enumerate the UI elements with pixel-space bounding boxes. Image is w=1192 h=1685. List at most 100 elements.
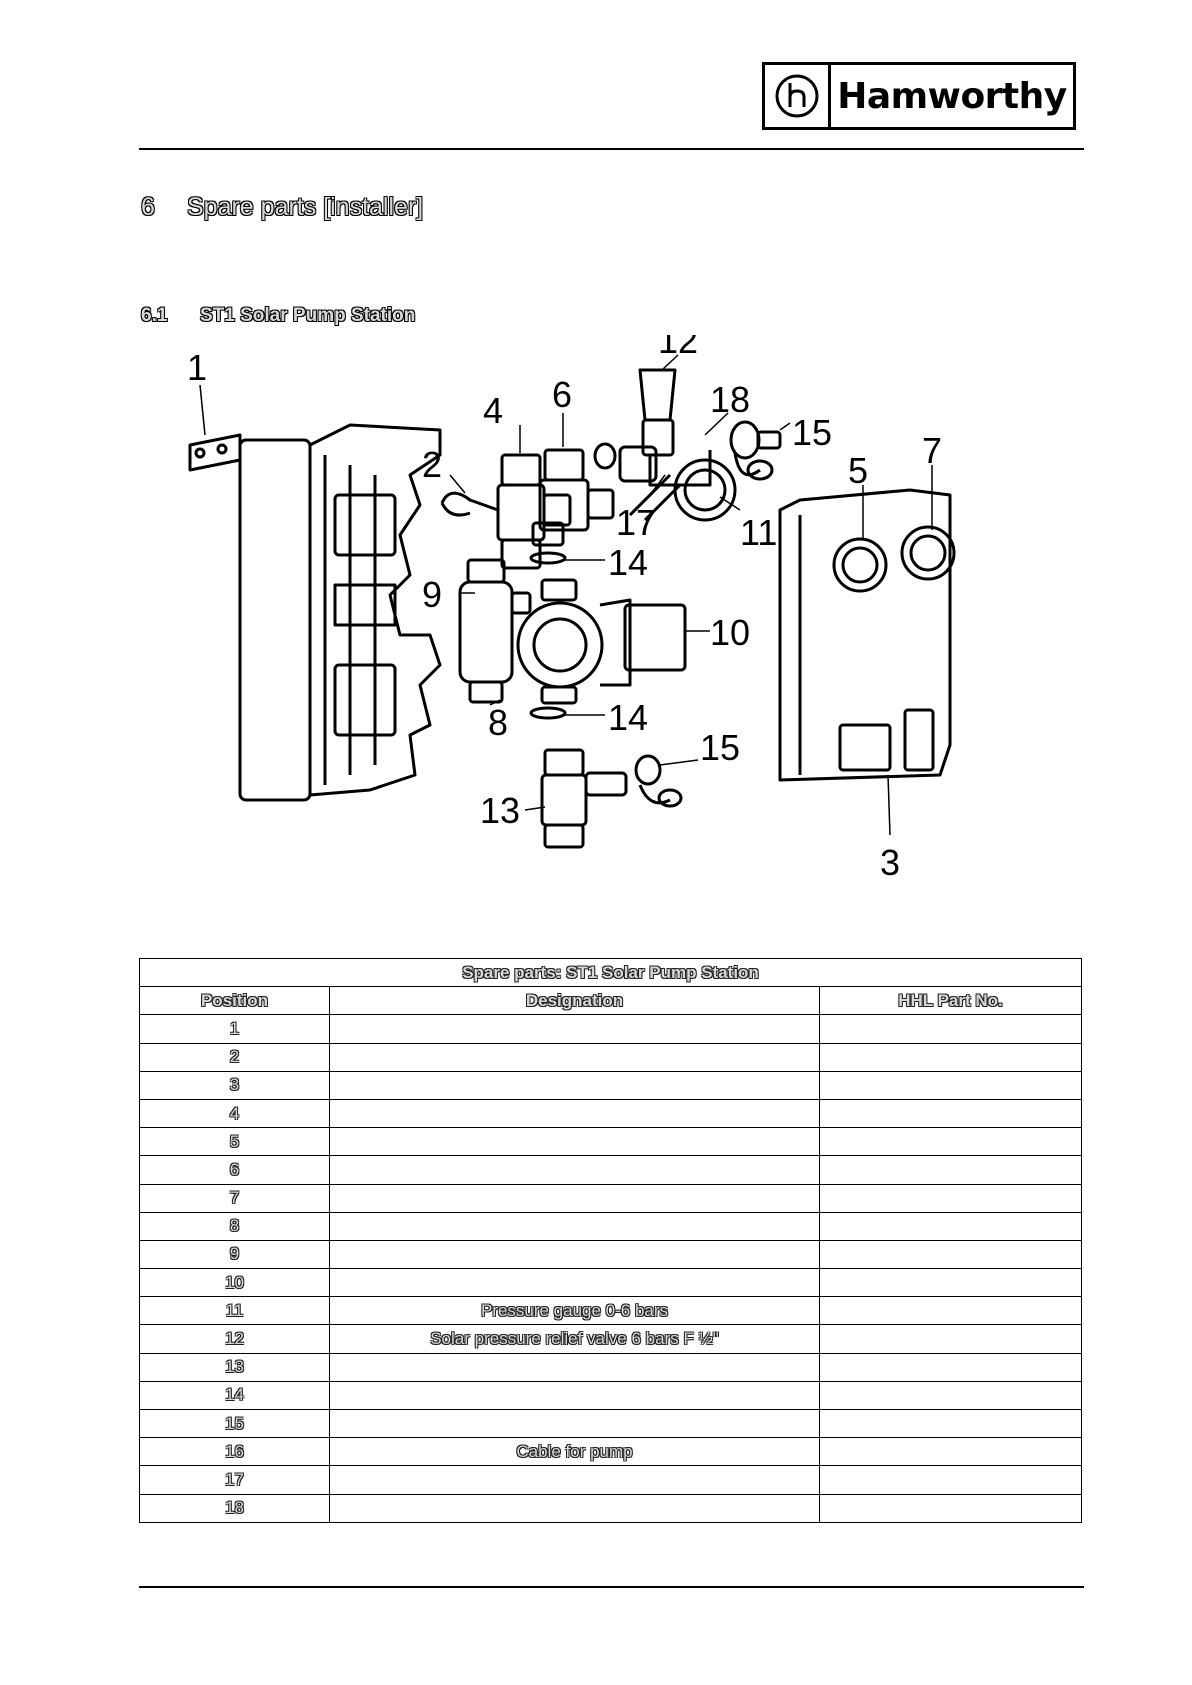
section-title: Spare parts [installer] [187, 193, 424, 221]
exploded-parts-diagram: 1 2 3 4 5 6 7 8 9 10 11 12 13 14 14 15 1… [187, 335, 956, 883]
cell-position: 10 [139, 1268, 330, 1298]
cell-position: 4 [139, 1098, 330, 1129]
callout-10: 10 [710, 612, 750, 653]
cell-position: 15 [139, 1408, 330, 1439]
cell-position: 9 [139, 1239, 330, 1270]
cell-designation [329, 1268, 820, 1298]
cell-part-no [818, 1408, 1083, 1439]
circulation-pump-illustration [516, 578, 687, 705]
cell-part-no [818, 1380, 1083, 1411]
table-row: 10 [139, 1268, 1083, 1298]
callout-14a: 14 [608, 542, 648, 583]
fill-drain-valve-illustration [729, 420, 782, 481]
callout-8: 8 [488, 702, 508, 743]
cell-part-no [818, 1296, 1083, 1326]
table-row: 4 [139, 1098, 1083, 1129]
cell-part-no [818, 1493, 1083, 1523]
table-row: 6 [139, 1155, 1083, 1185]
callout-11: 11 [740, 512, 777, 553]
spare-parts-table: Spare parts: ST1 Solar Pump Station Posi… [138, 957, 1083, 1523]
cell-designation [329, 1239, 820, 1270]
callout-5: 5 [848, 450, 868, 491]
cell-position: 11 [139, 1296, 330, 1326]
subsection-title: ST1 Solar Pump Station [200, 305, 416, 326]
table-row: 18 [139, 1493, 1083, 1523]
h-circle-logo-icon [765, 65, 831, 127]
cell-designation [329, 1352, 820, 1382]
cell-position: 8 [139, 1211, 330, 1241]
brand-name: Hamworthy [837, 75, 1067, 117]
insulation-cover-illustration [778, 488, 956, 782]
cell-part-no [818, 1127, 1083, 1157]
cell-position: 18 [139, 1493, 330, 1523]
table-row: 15 [139, 1408, 1083, 1439]
cell-designation [329, 1155, 820, 1185]
cell-designation [329, 1380, 820, 1411]
callout-12: 12 [658, 335, 698, 361]
table-title: Spare parts: ST1 Solar Pump Station [138, 957, 1083, 988]
cell-part-no [818, 1098, 1083, 1129]
cell-designation [329, 1408, 820, 1439]
cell-part-no [818, 1465, 1083, 1495]
cell-designation [329, 1070, 820, 1100]
cell-position: 6 [139, 1155, 330, 1185]
table-row: 13 [139, 1352, 1083, 1382]
column-header-part-no: HHL Part No. [818, 986, 1083, 1016]
mounting-frame-illustration [188, 423, 442, 802]
check-valve-illustration [538, 442, 617, 532]
cell-part-no [818, 1155, 1083, 1185]
cell-designation: Pressure gauge 0-6 bars [329, 1296, 820, 1326]
table-row: 8 [139, 1211, 1083, 1241]
cell-part-no [818, 1042, 1083, 1072]
callout-18: 18 [710, 379, 750, 420]
table-title-row: Spare parts: ST1 Solar Pump Station [138, 957, 1083, 988]
cell-designation [329, 1014, 820, 1044]
air-separator-illustration [458, 558, 532, 704]
cell-part-no [818, 1437, 1083, 1467]
safety-group-illustration [618, 368, 737, 522]
callout-4: 4 [483, 390, 503, 431]
callout-7: 7 [922, 430, 942, 471]
callout-17: 17 [616, 502, 656, 543]
cell-position: 1 [139, 1014, 330, 1044]
cell-position: 3 [139, 1070, 330, 1100]
cell-position: 7 [139, 1183, 330, 1213]
table-row: 7 [139, 1183, 1083, 1213]
cell-position: 16 [139, 1437, 330, 1467]
section-number: 6 [141, 193, 155, 221]
callout-3: 3 [880, 842, 900, 883]
cell-part-no [818, 1014, 1083, 1044]
ball-valve-illustration [440, 453, 572, 570]
cell-part-no [818, 1211, 1083, 1241]
cell-part-no [818, 1268, 1083, 1298]
table-header-row: Position Designation HHL Part No. [139, 986, 1083, 1016]
cell-part-no [818, 1352, 1083, 1382]
subsection-number: 6.1 [141, 305, 168, 326]
callout-1: 1 [187, 347, 207, 388]
cell-designation [329, 1183, 820, 1213]
table-row: 5 [139, 1127, 1083, 1157]
cell-part-no [818, 1070, 1083, 1100]
gasket-illustration [529, 551, 567, 565]
callout-15a: 15 [792, 412, 832, 453]
cell-designation [329, 1098, 820, 1129]
cell-part-no [818, 1324, 1083, 1354]
cell-position: 2 [139, 1042, 330, 1072]
cell-position: 14 [139, 1380, 330, 1411]
callout-13: 13 [480, 790, 520, 831]
cell-designation [329, 1465, 820, 1495]
callout-2: 2 [422, 444, 442, 485]
cell-part-no [818, 1239, 1083, 1270]
cell-position: 13 [139, 1352, 330, 1382]
cell-designation [329, 1127, 820, 1157]
cell-designation: Cable for pump [329, 1437, 820, 1467]
table-row: 9 [139, 1239, 1083, 1270]
cell-designation [329, 1042, 820, 1072]
cell-designation: Solar pressure relief valve 6 bars F ½" [329, 1324, 820, 1354]
cell-designation [329, 1493, 820, 1523]
cell-position: 17 [139, 1465, 330, 1495]
table-row: 2 [139, 1042, 1083, 1072]
cell-part-no [818, 1183, 1083, 1213]
